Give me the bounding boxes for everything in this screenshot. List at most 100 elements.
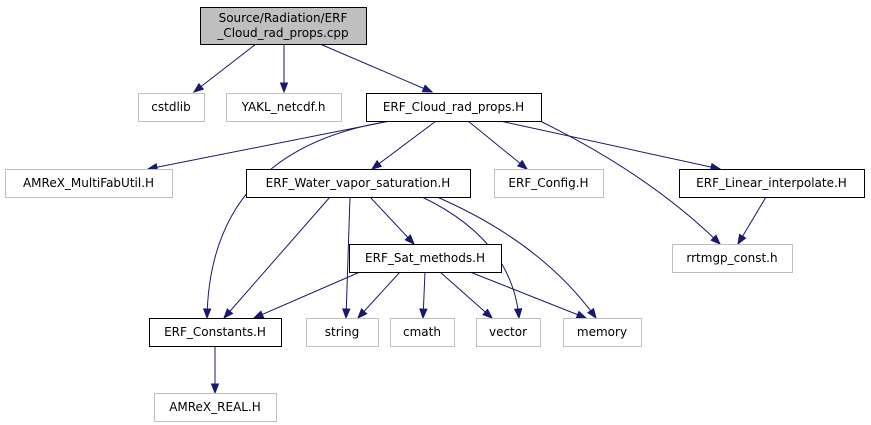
node-crp[interactable]: ERF_Cloud_rad_props.H bbox=[366, 93, 542, 122]
edge-wvs-to-memory bbox=[429, 193, 597, 320]
node-box bbox=[349, 244, 502, 273]
node-box bbox=[5, 169, 173, 198]
node-label: AMReX_REAL.H bbox=[169, 400, 261, 414]
node-box bbox=[226, 93, 342, 122]
edge-wvs-to-satm bbox=[369, 196, 415, 246]
edge-line bbox=[357, 271, 401, 319]
arrow-head bbox=[279, 82, 289, 94]
node-amrex_real[interactable]: AMReX_REAL.H bbox=[154, 393, 277, 422]
edge-linint-to-rrtmgp bbox=[737, 196, 767, 246]
edge-satm-to-cmath bbox=[419, 271, 428, 320]
arrow-head bbox=[342, 308, 351, 320]
node-memory[interactable]: memory bbox=[563, 318, 642, 347]
edge-crp-to-linint bbox=[499, 120, 722, 172]
edge-line bbox=[469, 271, 587, 319]
node-cstdlib[interactable]: cstdlib bbox=[138, 93, 205, 122]
arrow-head bbox=[419, 308, 428, 320]
edge-line bbox=[467, 120, 528, 170]
edge-root-to-crp bbox=[319, 43, 434, 93]
edge-satm-to-string bbox=[357, 271, 401, 320]
node-label: rrtmgp_const.h bbox=[686, 251, 777, 265]
arrow-head bbox=[513, 308, 523, 320]
edge-satm-to-consts bbox=[252, 271, 361, 319]
edge-line bbox=[253, 271, 361, 319]
edge-line bbox=[345, 196, 351, 319]
arrow-head bbox=[587, 307, 597, 320]
node-label: AMReX_MultiFabUtil.H bbox=[23, 176, 154, 190]
arrow-head bbox=[357, 308, 368, 320]
arrow-head bbox=[737, 233, 747, 246]
edge-consts-to-amrex_real bbox=[210, 346, 220, 395]
arrow-head bbox=[482, 308, 494, 319]
node-box bbox=[679, 169, 865, 198]
node-string[interactable]: string bbox=[306, 318, 379, 347]
edge-line bbox=[319, 43, 433, 93]
node-box bbox=[672, 244, 793, 273]
node-amrex_mf[interactable]: AMReX_MultiFabUtil.H bbox=[5, 169, 173, 198]
arrow-head bbox=[516, 159, 529, 170]
node-label: Source/Radiation/ERF bbox=[219, 11, 348, 25]
edge-crp-to-consts bbox=[202, 120, 391, 320]
edge-line bbox=[429, 193, 597, 319]
node-yakl[interactable]: YAKL_netcdf.h bbox=[226, 93, 342, 122]
edge-line bbox=[193, 43, 257, 93]
node-box bbox=[306, 318, 379, 347]
node-rrtmgp[interactable]: rrtmgp_const.h bbox=[672, 244, 793, 273]
node-box bbox=[200, 7, 367, 45]
node-cmath[interactable]: cmath bbox=[390, 318, 455, 347]
arrow-head bbox=[404, 234, 415, 246]
edge-crp-to-config bbox=[467, 120, 529, 170]
node-label: memory bbox=[577, 325, 627, 339]
node-label: ERF_Config.H bbox=[508, 176, 588, 190]
node-label: ERF_Constants.H bbox=[164, 325, 266, 339]
arrow-head bbox=[210, 383, 220, 395]
node-box bbox=[366, 93, 542, 122]
node-box bbox=[390, 318, 455, 347]
node-root[interactable]: Source/Radiation/ERF_Cloud_rad_props.cpp bbox=[200, 7, 367, 45]
node-box bbox=[138, 93, 205, 122]
edge-crp-to-rrtmgp bbox=[539, 120, 721, 245]
edge-line bbox=[439, 271, 493, 319]
edge-line bbox=[223, 196, 331, 319]
arrow-head bbox=[575, 310, 588, 319]
node-box bbox=[563, 318, 642, 347]
edge-line bbox=[206, 120, 391, 319]
node-box bbox=[494, 169, 604, 198]
node-label: string bbox=[325, 325, 359, 339]
node-label: ERF_Linear_interpolate.H bbox=[696, 176, 847, 190]
edge-satm-to-vector bbox=[439, 271, 494, 319]
arrow-head bbox=[710, 234, 721, 245]
node-satm[interactable]: ERF_Sat_methods.H bbox=[349, 244, 502, 273]
edge-line bbox=[369, 196, 415, 245]
node-linint[interactable]: ERF_Linear_interpolate.H bbox=[679, 169, 865, 198]
node-label: _Cloud_rad_props.cpp bbox=[216, 26, 348, 40]
arrow-head bbox=[252, 310, 265, 319]
node-label: cstdlib bbox=[151, 100, 190, 114]
edge-line bbox=[371, 120, 437, 170]
edge-line bbox=[539, 120, 721, 245]
node-wvs[interactable]: ERF_Water_vapor_saturation.H bbox=[246, 169, 471, 198]
edge-root-to-cstdlib bbox=[192, 43, 257, 93]
arrow-head bbox=[223, 308, 234, 320]
nodes-layer: Source/Radiation/ERF_Cloud_rad_props.cpp… bbox=[5, 7, 865, 422]
arrow-head bbox=[421, 84, 434, 93]
node-label: cmath bbox=[403, 325, 441, 339]
node-box bbox=[154, 393, 277, 422]
node-label: YAKL_netcdf.h bbox=[241, 100, 326, 114]
edge-wvs-to-consts bbox=[223, 196, 331, 320]
node-box bbox=[476, 318, 541, 347]
edge-line bbox=[147, 120, 391, 170]
arrow-head bbox=[192, 82, 205, 93]
node-label: ERF_Cloud_rad_props.H bbox=[383, 100, 524, 114]
node-consts[interactable]: ERF_Constants.H bbox=[149, 318, 282, 347]
arrow-head bbox=[202, 308, 212, 320]
node-config[interactable]: ERF_Config.H bbox=[494, 169, 604, 198]
node-label: vector bbox=[489, 325, 527, 339]
node-vector[interactable]: vector bbox=[476, 318, 541, 347]
edge-satm-to-memory bbox=[469, 271, 588, 319]
edge-crp-to-wvs bbox=[370, 120, 437, 170]
node-box bbox=[149, 318, 282, 347]
node-box bbox=[246, 169, 471, 198]
node-label: ERF_Water_vapor_saturation.H bbox=[266, 176, 451, 190]
